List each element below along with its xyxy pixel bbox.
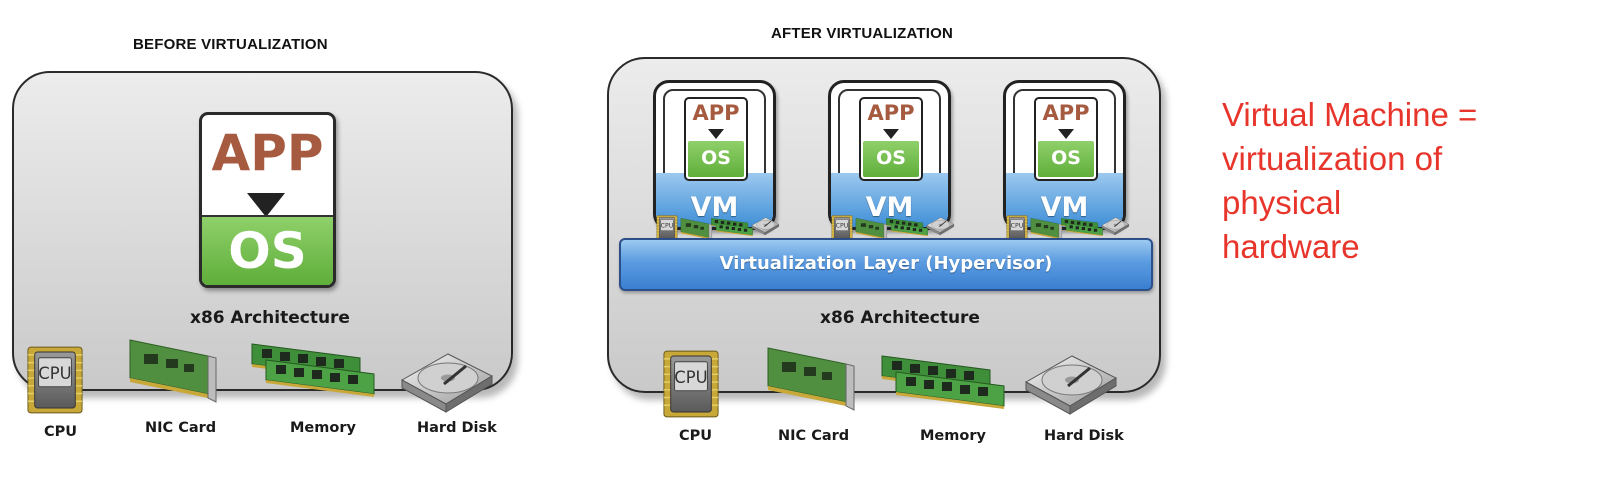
app-os-stack: APP OS — [859, 97, 923, 181]
hardware-label-nic: NIC Card — [145, 420, 217, 436]
app-os-stack: APP OS — [1034, 97, 1098, 181]
os-layer: OS — [1038, 141, 1094, 177]
app-os-stack: APP OS — [199, 112, 336, 288]
hardware-label-disk: Hard Disk — [417, 420, 497, 436]
os-label: OS — [1051, 147, 1081, 169]
architecture-label: x86 Architecture — [190, 308, 350, 328]
app-label: APP — [1042, 101, 1090, 125]
hardware-label-memory: Memory — [290, 420, 356, 436]
vm-label: VM — [690, 192, 739, 223]
hardware-label-cpu: CPU — [679, 428, 713, 444]
memory-module-icon — [878, 352, 1008, 412]
definition-note: Virtual Machine = virtualization of phys… — [1222, 93, 1477, 269]
hard-disk-icon — [396, 346, 496, 418]
hard-disk-icon — [1020, 348, 1120, 420]
app-os-stack: APP OS — [684, 97, 748, 181]
nic-card-icon — [760, 342, 860, 414]
note-line-2: virtualization of — [1222, 140, 1443, 177]
note-line-4: hardware — [1222, 228, 1360, 265]
virtual-machine-2: APP OS VM — [828, 80, 951, 230]
virtual-machine-1: APP OS VM — [653, 80, 776, 230]
app-label: APP — [211, 124, 324, 182]
hardware-label-cpu: CPU — [44, 424, 78, 440]
os-layer: OS — [202, 215, 333, 285]
after-title: AFTER VIRTUALIZATION — [771, 25, 954, 42]
arrow-down-icon — [1058, 129, 1074, 139]
note-line-3: physical — [1222, 184, 1342, 221]
arrow-down-icon — [708, 129, 724, 139]
hardware-label-nic: NIC Card — [778, 428, 850, 444]
app-label: APP — [692, 101, 740, 125]
os-label: OS — [228, 222, 307, 280]
cpu-chip-icon — [662, 348, 720, 420]
os-label: OS — [701, 147, 731, 169]
os-layer: OS — [688, 141, 744, 177]
os-layer: OS — [863, 141, 919, 177]
nic-card-icon — [122, 334, 222, 406]
arrow-down-icon — [883, 129, 899, 139]
vm-label: VM — [1040, 192, 1089, 223]
hypervisor-label: Virtualization Layer (Hypervisor) — [719, 253, 1053, 274]
architecture-label: x86 Architecture — [820, 308, 980, 328]
memory-module-icon — [248, 340, 378, 400]
os-label: OS — [876, 147, 906, 169]
hardware-label-memory: Memory — [920, 428, 986, 444]
note-line-1: Virtual Machine = — [1222, 96, 1478, 133]
app-label: APP — [867, 101, 915, 125]
cpu-chip-icon — [26, 344, 84, 416]
arrow-down-icon — [247, 193, 285, 217]
virtual-machine-3: APP OS VM — [1003, 80, 1126, 230]
before-title: BEFORE VIRTUALIZATION — [133, 36, 328, 53]
hardware-label-disk: Hard Disk — [1044, 428, 1124, 444]
vm-label: VM — [865, 192, 914, 223]
hypervisor-layer: Virtualization Layer (Hypervisor) — [619, 238, 1153, 291]
